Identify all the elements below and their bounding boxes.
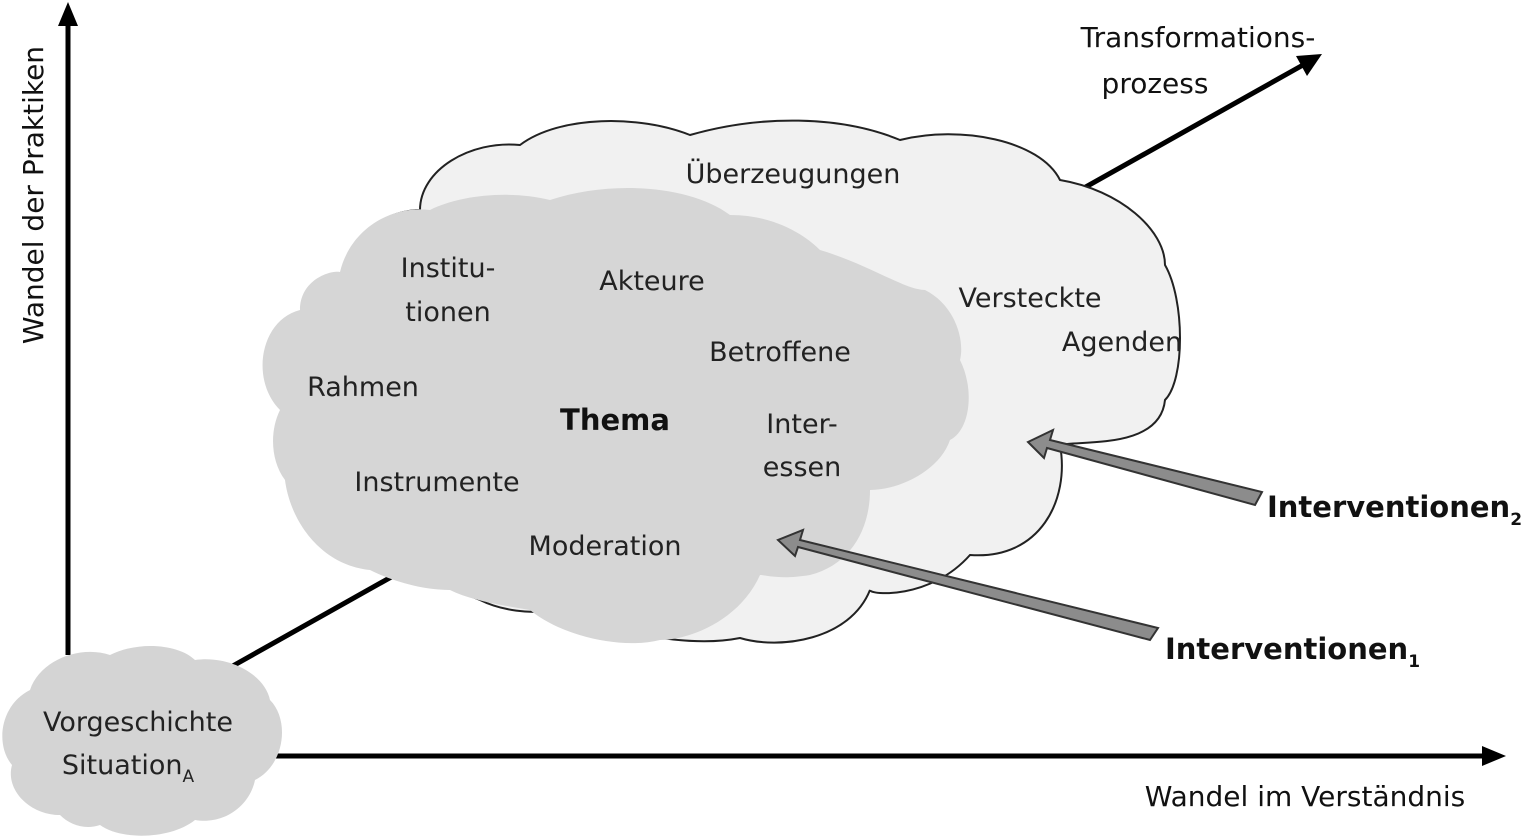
interests-line1: Inter-: [766, 409, 837, 440]
inner-cloud: [262, 188, 969, 644]
actors-label: Akteure: [599, 266, 705, 297]
situation-label: Situation: [62, 750, 183, 781]
transformation-label-line2: prozess: [1102, 67, 1209, 100]
intervention-2-main: Interventionen: [1267, 490, 1510, 524]
y-axis-label: Wandel der Praktiken: [17, 46, 50, 344]
x-axis-label: Wandel im Verständnis: [1145, 780, 1466, 813]
intervention-1-arrow: [776, 528, 1160, 642]
situation-subscript: A: [182, 767, 194, 787]
beliefs-label: Überzeugungen: [686, 158, 901, 190]
moderation-label: Moderation: [529, 531, 682, 562]
start-cloud: [2, 645, 282, 836]
intervention-1-main: Interventionen: [1165, 632, 1408, 666]
start-cloud-line2: SituationA: [62, 750, 195, 787]
intervention-1-arrow-shape: [776, 528, 1160, 642]
institutions-line1: Institu-: [401, 253, 496, 284]
instruments-label: Instrumente: [354, 467, 519, 498]
axes: [58, 2, 1506, 766]
institutions-line2: tionen: [405, 297, 490, 328]
intervention-2-subscript: 2: [1510, 510, 1522, 530]
transformation-label-line1: Transformations-: [1080, 21, 1316, 54]
start-cloud-line1: Vorgeschichte: [43, 707, 233, 738]
interests-line2: essen: [763, 452, 841, 483]
intervention-1-subscript: 1: [1408, 652, 1420, 672]
intervention-2-label: Interventionen2: [1267, 490, 1522, 530]
frame-label: Rahmen: [307, 372, 419, 403]
diagonal-arrowhead: [1296, 54, 1322, 76]
hidden-agendas-line2: Agenden: [1062, 327, 1182, 358]
topic-label: Thema: [560, 403, 670, 437]
x-axis-arrowhead: [1482, 746, 1506, 766]
intervention-1-label: Interventionen1: [1165, 632, 1420, 672]
affected-label: Betroffene: [709, 337, 851, 368]
intervention-2-arrow: [1026, 428, 1264, 507]
hidden-agendas-line1: Versteckte: [958, 283, 1101, 314]
intervention-2-arrow-shape: [1026, 428, 1264, 507]
y-axis-arrowhead: [58, 2, 78, 26]
